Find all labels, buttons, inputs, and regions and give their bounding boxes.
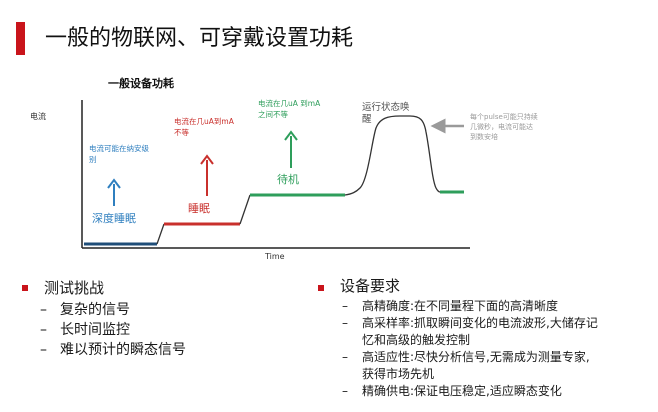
list-item: –高适应性:尽快分析信号,无需成为测量专家, 获得市场先机 [318, 349, 653, 383]
list-item-text: 高适应性:尽快分析信号,无需成为测量专家, [362, 350, 590, 364]
list-item-text: 难以预计的瞬态信号 [60, 342, 186, 358]
deep-sleep-note-line1: 电流可能在纳安级 [89, 143, 149, 153]
list-item: –高精确度:在不同量程下面的高清晰度 [318, 298, 653, 315]
pulse-note-line2: 几微秒，电流可能达 [470, 122, 533, 131]
dash-icon: – [40, 302, 47, 318]
list-item: –长时间监控 [22, 320, 302, 340]
running-pulse-curve [344, 115, 441, 196]
dash-icon: – [342, 350, 348, 364]
device-requirements-heading-text: 设备要求 [340, 277, 401, 295]
list-item-text: 复杂的信号 [60, 302, 130, 318]
list-item-text: 高采样率:抓取瞬间变化的电流波形,大储存记 [362, 316, 598, 330]
deep-sleep-to-sleep-edge [156, 223, 165, 245]
running-label-line1: 运行状态唤 [362, 101, 410, 113]
title-accent-bar [16, 22, 25, 55]
pulse-note-line3: 到数安培 [470, 132, 498, 141]
y-axis-label: 电流 [30, 111, 46, 121]
standby-label: 待机 [277, 172, 299, 186]
list-item-text: 精确供电:保证电压稳定,适应瞬态变化 [362, 384, 562, 398]
standby-note-line1: 电流在几uA 到mA [258, 98, 321, 108]
dash-icon: – [40, 342, 47, 358]
x-axis-label: Time [264, 252, 285, 261]
list-item: –高采样率:抓取瞬间变化的电流波形,大储存记忆和高级的触发控制 [318, 315, 653, 349]
list-item-text-continued: 获得市场先机 [362, 367, 435, 381]
list-item-text-continued: 忆和高级的触发控制 [362, 333, 471, 347]
dash-icon: – [342, 316, 348, 330]
pulse-note-line1: 每个pulse可能只持续 [470, 112, 538, 121]
deep-sleep-label: 深度睡眠 [92, 211, 136, 225]
dash-icon: – [40, 322, 47, 338]
slide-title: 一般的物联网、可穿戴设置功耗 [45, 26, 354, 51]
bullet-square-icon [318, 285, 324, 291]
deep-sleep-arrow-head [107, 178, 121, 189]
device-requirements-heading: 设备要求 [318, 278, 653, 295]
list-item: –精确供电:保证电压稳定,适应瞬态变化 [318, 383, 653, 400]
deep-sleep-note-line2: 别 [89, 155, 97, 164]
list-item: –复杂的信号 [22, 300, 302, 320]
device-requirements-list: 设备要求 –高精确度:在不同量程下面的高清晰度 –高采样率:抓取瞬间变化的电流波… [318, 278, 653, 400]
list-item-text: 长时间监控 [60, 322, 130, 338]
test-challenges-heading-text: 测试挑战 [44, 279, 105, 297]
test-challenges-list: 测试挑战 –复杂的信号 –长时间监控 –难以预计的瞬态信号 [22, 278, 302, 360]
dash-icon: – [342, 299, 348, 313]
diagram-title: 一般设备功耗 [108, 76, 174, 90]
running-label-line2: 醒 [362, 114, 372, 125]
sleep-to-standby-edge [239, 194, 251, 225]
test-challenges-heading: 测试挑战 [22, 278, 302, 298]
sleep-arrow-head [200, 154, 214, 165]
sleep-label: 睡眠 [188, 202, 210, 215]
sleep-note-line1: 电流在几uA到mA [174, 116, 235, 126]
standby-note-line2: 之间不等 [258, 109, 288, 119]
dash-icon: – [342, 384, 348, 398]
list-item-text: 高精确度:在不同量程下面的高清晰度 [362, 299, 559, 313]
bullet-square-icon [22, 285, 28, 291]
list-item: –难以预计的瞬态信号 [22, 340, 302, 360]
standby-arrow-head [284, 130, 298, 141]
sleep-note-line2: 不等 [174, 127, 189, 137]
